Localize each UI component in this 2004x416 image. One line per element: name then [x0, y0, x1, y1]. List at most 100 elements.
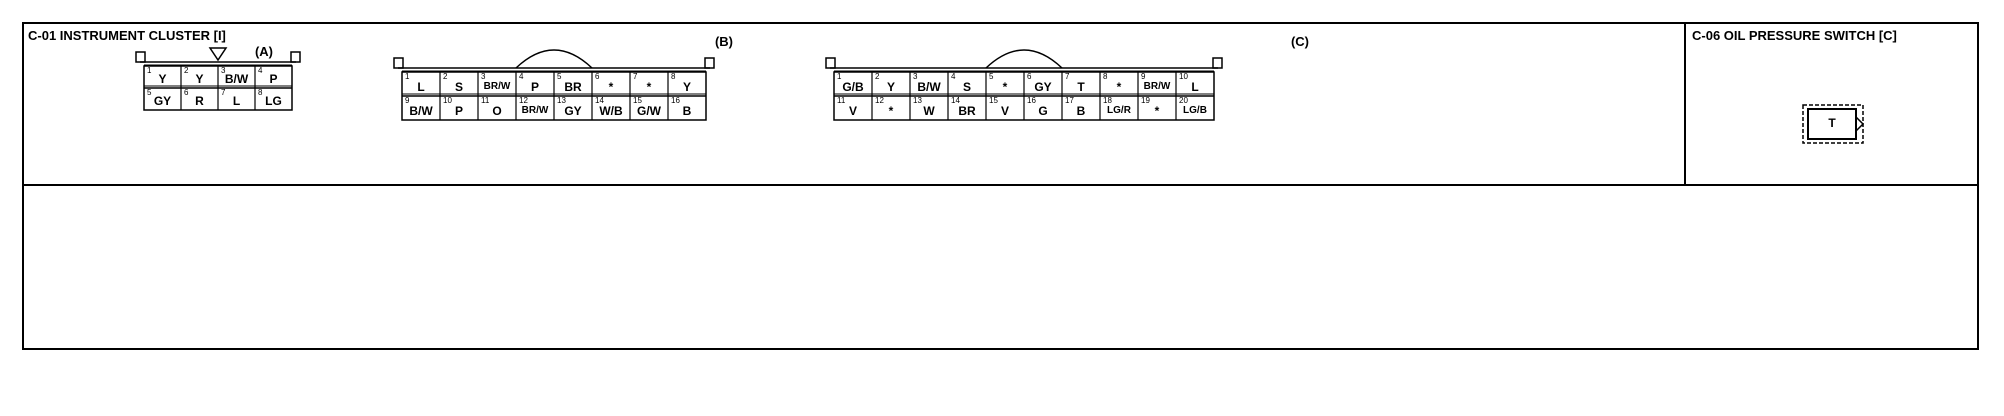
pin-number: 19 — [1141, 96, 1150, 105]
pin-number: 13 — [557, 96, 566, 105]
pin-number: 5 — [989, 72, 994, 81]
wire-color: LG/R — [1107, 105, 1131, 116]
pin-number: 17 — [1065, 96, 1074, 105]
pin-number: 8 — [258, 88, 263, 97]
wire-color: Y — [158, 72, 167, 86]
pin-number: 11 — [481, 96, 490, 105]
wire-color: O — [492, 104, 502, 118]
pin-number: 3 — [221, 66, 226, 75]
wire-color: V — [1000, 104, 1009, 118]
left-latch — [135, 51, 146, 63]
wire-color: * — [608, 80, 614, 94]
vertical-divider — [1684, 24, 1686, 184]
pin-number: 1 — [405, 72, 410, 81]
wire-color: V — [848, 104, 857, 118]
pin-number: 5 — [557, 72, 562, 81]
pin-number: 7 — [1065, 72, 1070, 81]
wire-color: R — [195, 94, 204, 108]
pin-number: 10 — [1179, 72, 1188, 81]
pin-number: 6 — [184, 88, 189, 97]
wire-color: L — [417, 80, 425, 94]
oil-pressure-switch-title: C-06 OIL PRESSURE SWITCH [C] — [1692, 28, 1897, 43]
wire-color: S — [962, 80, 971, 94]
pin-number: 9 — [1141, 72, 1146, 81]
pin-number: 12 — [875, 96, 884, 105]
pin-number: 1 — [147, 66, 152, 75]
connector-outline — [825, 49, 1223, 121]
wire-color: * — [888, 104, 894, 118]
connector-outline — [135, 47, 301, 111]
pin-cell: 6* — [592, 72, 630, 96]
pin-number: 14 — [595, 96, 604, 105]
pin-cell: 19* — [1138, 96, 1176, 120]
wire-color: LG/B — [1183, 105, 1207, 116]
wire-color: P — [269, 72, 278, 86]
pin-number: 2 — [443, 72, 448, 81]
pin-number: 6 — [595, 72, 600, 81]
pin-number: 5 — [147, 88, 152, 97]
wire-color: BR — [564, 80, 582, 94]
wire-color: BR/W — [483, 81, 511, 92]
pin-number: 20 — [1179, 96, 1188, 105]
wire-color: W — [923, 104, 935, 118]
wire-color: P — [530, 80, 539, 94]
connector-outline — [393, 49, 715, 121]
connector-b-label: (B) — [714, 34, 734, 49]
wire-color: W/B — [599, 104, 623, 118]
left-latch — [825, 57, 836, 69]
wire-color: G — [1038, 104, 1048, 118]
diagram-frame: C-01 INSTRUMENT CLUSTER [I] C-06 OIL PRE… — [22, 22, 1979, 350]
connector-c-label: (C) — [1290, 34, 1310, 49]
pin-number: 1 — [837, 72, 842, 81]
pin-number: 6 — [1027, 72, 1032, 81]
wire-color: GY — [153, 94, 172, 108]
wire-color: P — [454, 104, 463, 118]
wire-color: GY — [564, 104, 582, 118]
instrument-cluster-title: C-01 INSTRUMENT CLUSTER [I] — [28, 28, 226, 43]
wire-color: B — [1076, 104, 1086, 118]
pin-cell: 12 * — [872, 96, 910, 120]
connector-a-label: (A) — [254, 44, 274, 59]
wire-color: * — [1002, 80, 1008, 94]
pin-number: 14 — [951, 96, 960, 105]
wire-color: BR/W — [1143, 81, 1171, 92]
wire-color: BR — [958, 104, 976, 118]
wire-color: BR/W — [521, 105, 549, 116]
horizontal-divider — [24, 184, 1977, 186]
pin-number: 2 — [184, 66, 189, 75]
pin-number: 18 — [1103, 96, 1112, 105]
wire-color: Y — [682, 80, 691, 94]
key-arc — [985, 49, 1063, 69]
wire-color: * — [646, 80, 652, 94]
